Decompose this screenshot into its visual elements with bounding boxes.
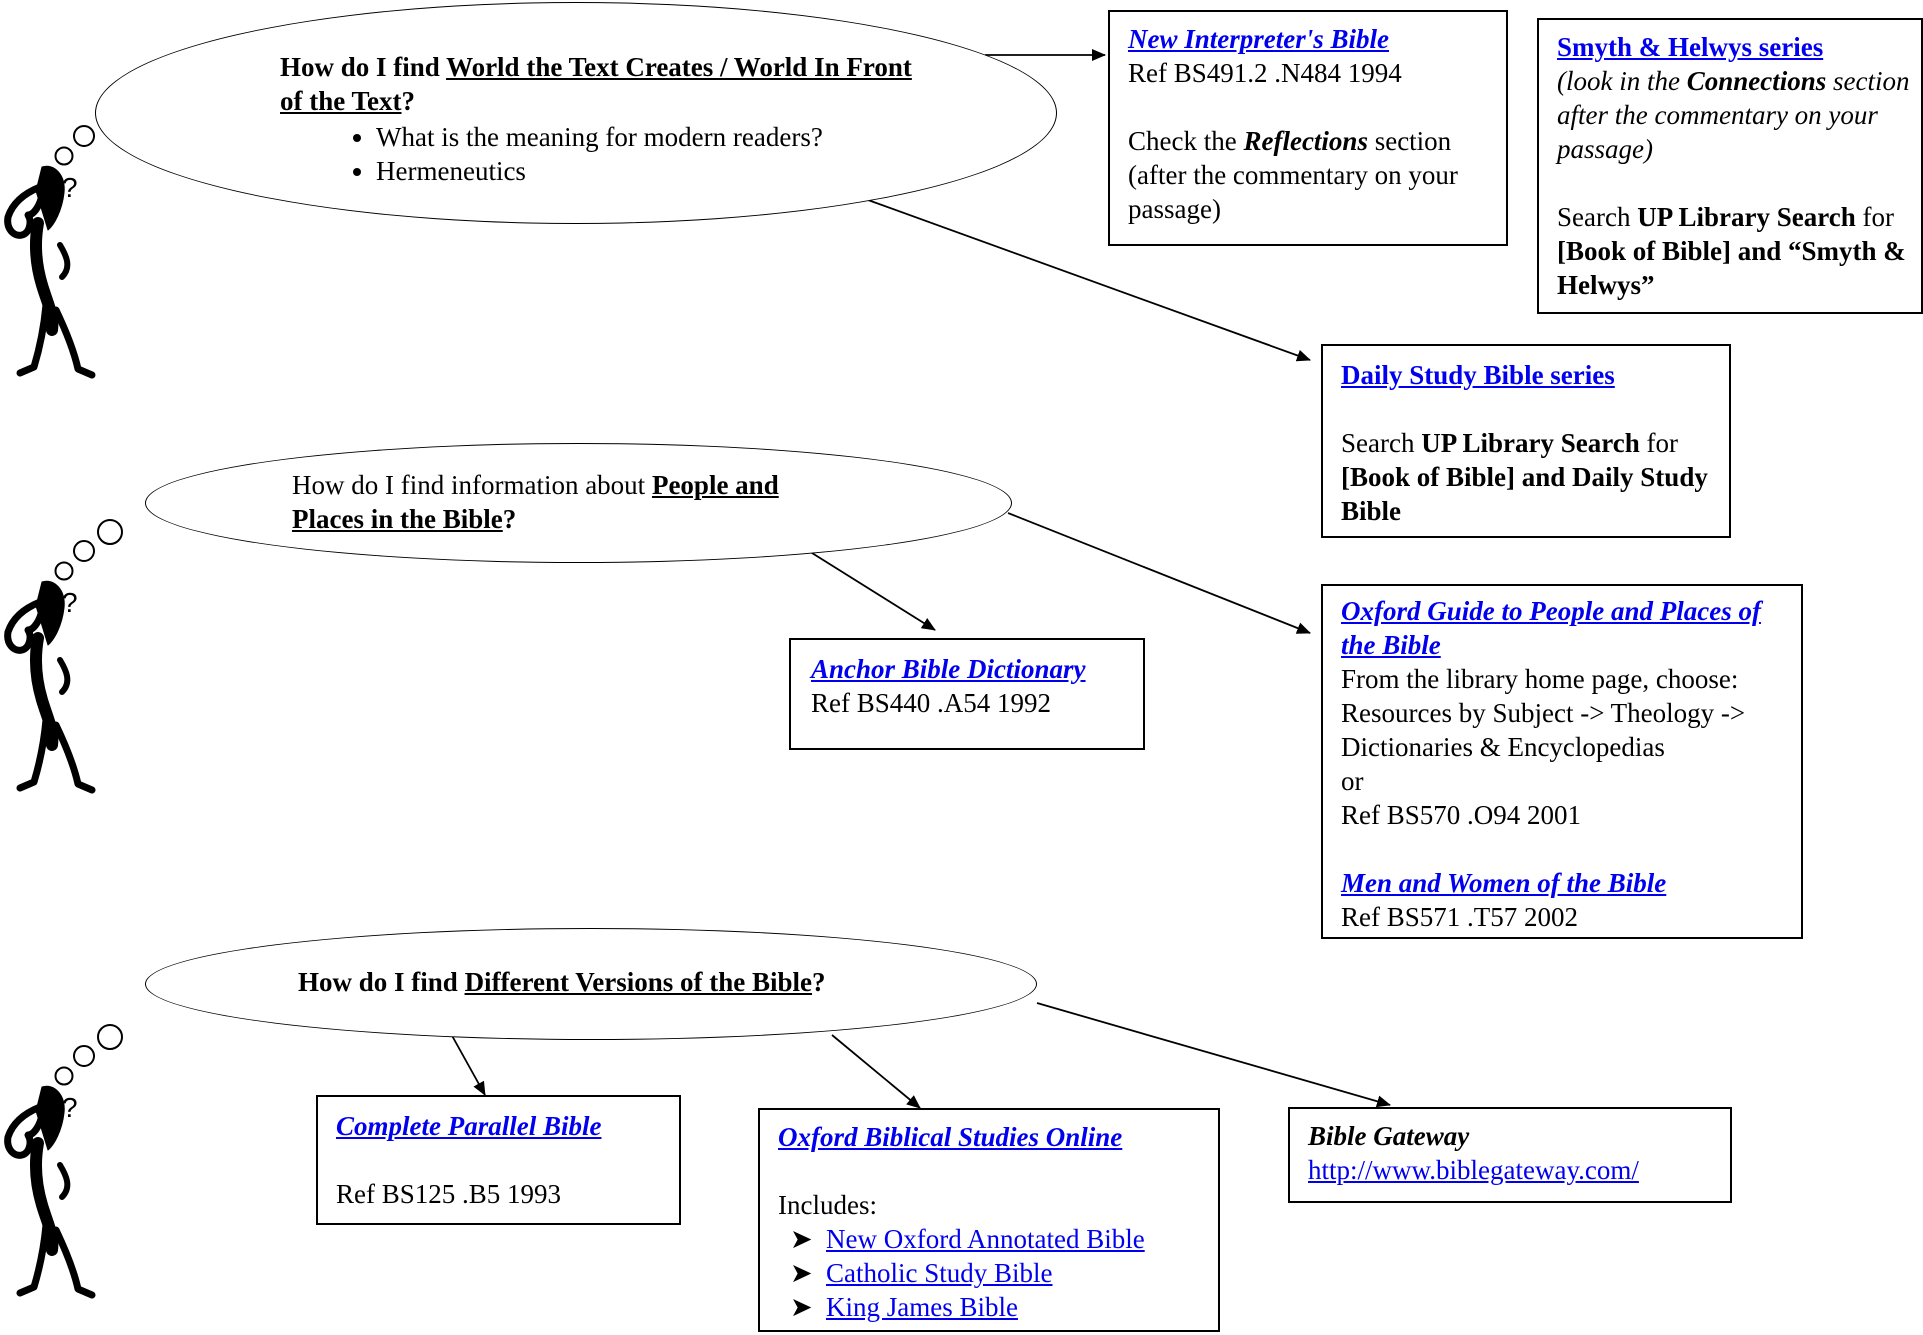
list-item: ➤ King James Bible [790, 1290, 1200, 1324]
resource-box-oxford-guide: Oxford Guide to People and Places of the… [1321, 584, 1803, 939]
question-world-of-text: How do I find World the Text Creates / W… [280, 50, 920, 188]
thinking-figure-icon: ? [4, 519, 123, 794]
bullet-item: Hermeneutics [376, 154, 920, 188]
resource-box-oxford-biblical-studies-online: Oxford Biblical Studies Online Includes:… [758, 1108, 1220, 1332]
daily-study-bible-search: Search UP Library Search for [Book of Bi… [1341, 428, 1708, 526]
or-separator: or [1341, 766, 1364, 796]
resource-box-new-interpreters-bible: New Interpreter's Bible Ref BS491.2 .N48… [1108, 10, 1508, 246]
oxford-guide-instructions-2: Resources by Subject -> Theology -> [1341, 698, 1746, 728]
new-oxford-annotated-bible-link[interactable]: New Oxford Annotated Bible [826, 1224, 1145, 1254]
arrow-q1-daily [867, 199, 1311, 362]
men-and-women-of-the-bible-link[interactable]: Men and Women of the Bible [1341, 868, 1667, 898]
oxford-guide-instructions-3: Dictionaries & Encyclopedias [1341, 732, 1665, 762]
question-people-places: How do I find information about People a… [292, 470, 779, 534]
arrow-q2-oxford [1007, 512, 1311, 634]
call-number: Ref BS570 .O94 2001 [1341, 800, 1582, 830]
anchor-bible-dictionary-link[interactable]: Anchor Bible Dictionary [811, 654, 1086, 684]
question-ellipse-world-of-text [95, 2, 1057, 224]
arrow-q3-obso [831, 1034, 921, 1109]
call-number: Ref BS440 .A54 1992 [811, 688, 1052, 718]
call-number: Ref BS571 .T57 2002 [1341, 902, 1579, 932]
catholic-study-bible-link[interactable]: Catholic Study Bible [826, 1258, 1053, 1288]
arrow-q3-parallel [449, 1031, 486, 1096]
bullet-item: What is the meaning for modern readers? [376, 120, 920, 154]
oxford-guide-link[interactable]: Oxford Guide to People and Places of the… [1341, 596, 1761, 660]
bible-gateway-url-link[interactable]: http://www.biblegateway.com/ [1308, 1155, 1639, 1185]
arrow-bullet-icon: ➤ [790, 1224, 813, 1254]
nib-instructions: Check the Reflections section (after the… [1128, 126, 1458, 224]
resource-box-daily-study-bible: Daily Study Bible series Search UP Libra… [1321, 344, 1731, 538]
question-ellipse-versions [145, 928, 1037, 1040]
list-item: ➤ Catholic Study Bible [790, 1256, 1200, 1290]
arrow-bullet-icon: ➤ [790, 1292, 813, 1322]
king-james-bible-link[interactable]: King James Bible [826, 1292, 1018, 1322]
resource-box-smyth-helwys: Smyth & Helwys series (look in the Conne… [1537, 18, 1923, 314]
question-bullets: What is the meaning for modern readers? … [280, 120, 920, 188]
svg-text:?: ? [62, 172, 78, 203]
oxford-guide-instructions-1: From the library home page, choose: [1341, 664, 1739, 694]
new-interpreters-bible-link[interactable]: New Interpreter's Bible [1128, 24, 1389, 54]
thinking-figure-icon: ? [4, 1024, 123, 1299]
complete-parallel-bible-link[interactable]: Complete Parallel Bible [336, 1111, 602, 1141]
svg-text:?: ? [62, 1092, 78, 1123]
resource-box-bible-gateway: Bible Gateway http://www.biblegateway.co… [1288, 1107, 1732, 1203]
daily-study-bible-link[interactable]: Daily Study Bible series [1341, 360, 1615, 390]
includes-label: Includes: [778, 1190, 877, 1220]
question-ellipse-people-places [145, 443, 1012, 563]
thinking-figure-icon: ? [4, 104, 123, 379]
resource-box-complete-parallel-bible: Complete Parallel Bible Ref BS125 .B5 19… [316, 1095, 681, 1225]
smyth-helwys-link[interactable]: Smyth & Helwys series [1557, 32, 1824, 62]
smyth-helwys-note: (look in the Connections section after t… [1557, 66, 1910, 164]
resource-box-anchor-bible-dictionary: Anchor Bible Dictionary Ref BS440 .A54 1… [789, 638, 1145, 750]
question-versions: How do I find Different Versions of the … [298, 967, 826, 997]
arrow-q2-anchor [811, 552, 936, 631]
smyth-helwys-search: Search UP Library Search for [Book of Bi… [1557, 202, 1906, 300]
svg-text:?: ? [62, 587, 78, 618]
oxford-biblical-studies-online-link[interactable]: Oxford Biblical Studies Online [778, 1122, 1123, 1152]
call-number: Ref BS125 .B5 1993 [336, 1179, 562, 1209]
arrow-q3-gateway [1036, 1002, 1391, 1108]
list-item: ➤ New Oxford Annotated Bible [790, 1222, 1200, 1256]
call-number: Ref BS491.2 .N484 1994 [1128, 58, 1402, 88]
bible-gateway-title: Bible Gateway [1308, 1121, 1470, 1151]
arrow-bullet-icon: ➤ [790, 1258, 813, 1288]
included-bibles-list: ➤ New Oxford Annotated Bible ➤ Catholic St… [778, 1222, 1200, 1324]
